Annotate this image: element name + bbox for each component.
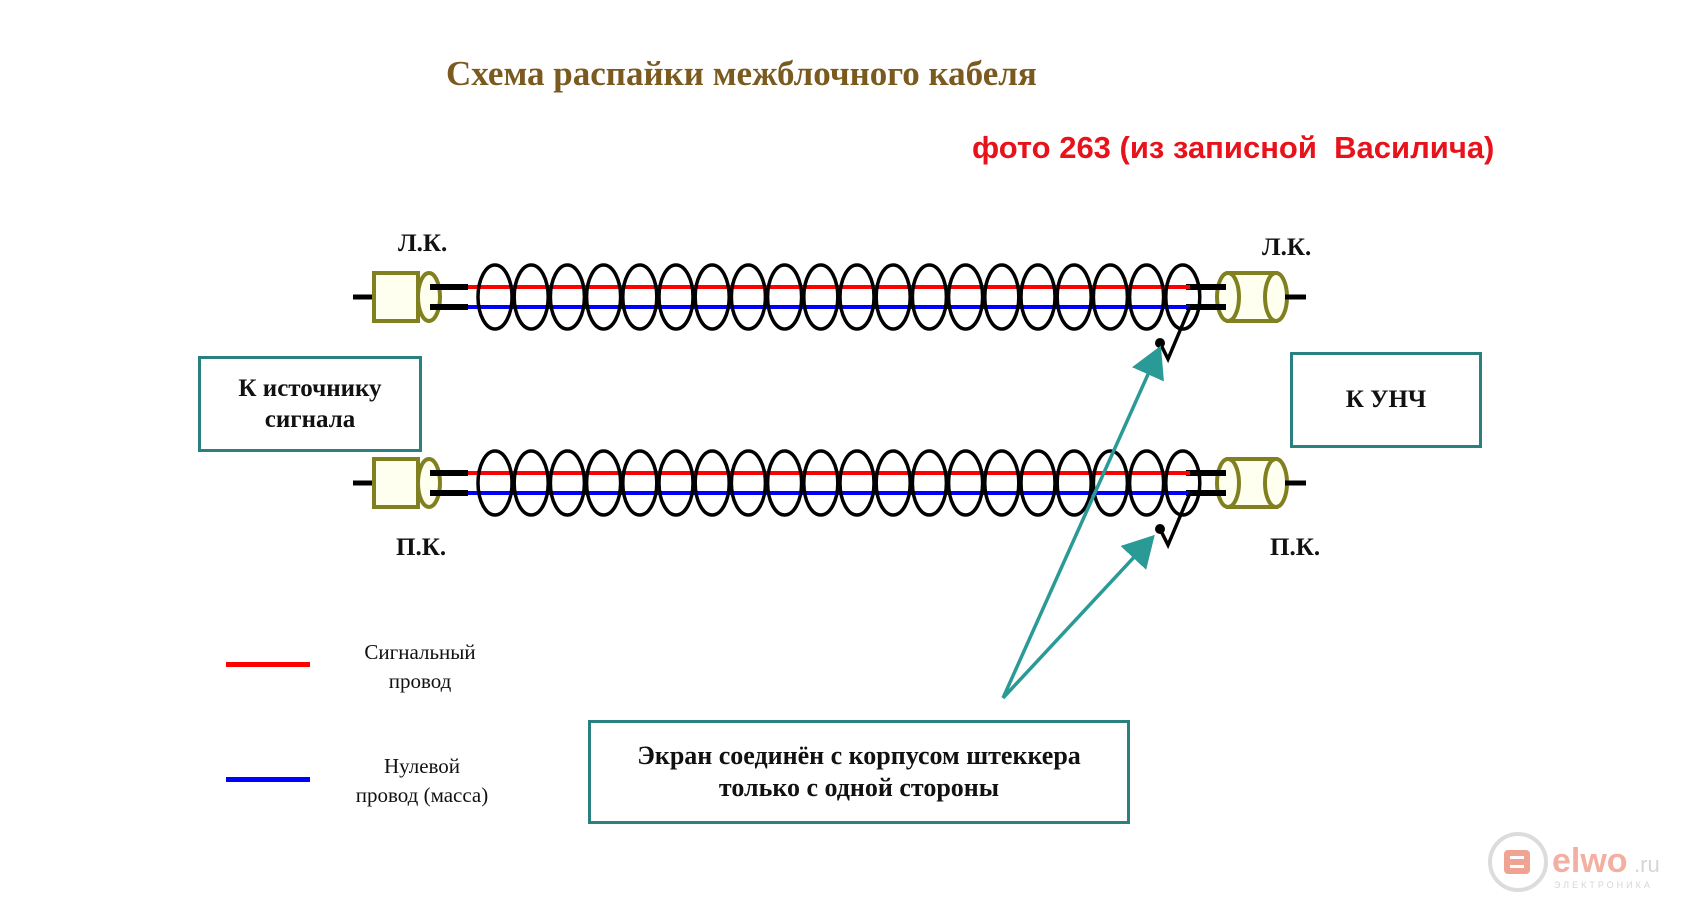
right-channel-shield-coil — [1091, 449, 1130, 517]
amplifier-box-text: К УНЧ — [1345, 386, 1427, 414]
elwo-logo: elwo .ru ЭЛЕКТРОНИКА — [1486, 830, 1676, 894]
left-channel-shield-drain-wire — [1158, 306, 1192, 364]
right-channel-shield-coil — [765, 449, 804, 517]
diagram-title: Схема распайки межблочного кабеля — [446, 54, 1037, 93]
left-channel-shield-coil — [729, 263, 768, 331]
right-channel-shield-coil — [1127, 449, 1166, 517]
right-channel-cable — [353, 449, 1306, 550]
left-channel-shield-coil — [621, 263, 659, 331]
right-channel-shield-coil — [729, 449, 768, 517]
left-channel-shield-coil — [657, 263, 695, 331]
left-channel-amp-plug-end — [1263, 271, 1289, 323]
left-channel-shield-coil — [476, 263, 514, 331]
right-channel-shield-coil — [657, 449, 695, 517]
right-channel-shield-coil — [802, 449, 840, 517]
amplifier-box: К УНЧ — [1290, 352, 1482, 448]
svg-text:ЭЛЕКТРОНИКА: ЭЛЕКТРОНИКА — [1554, 880, 1653, 890]
left-channel-shield-coil — [1055, 263, 1093, 331]
right-channel-shield-coil — [512, 449, 550, 517]
right-channel-shield-coil — [584, 449, 623, 517]
right-channel-shield-coil — [476, 449, 514, 517]
right-channel-shield-coil — [1019, 449, 1057, 517]
left-channel-source-plug-rim — [416, 271, 442, 323]
left-channel-shield-coil — [548, 263, 587, 331]
right-channel-shield-coil — [621, 449, 659, 517]
left-channel-shield-coil — [693, 263, 731, 331]
legend-signal-line — [226, 662, 310, 667]
right-channel-shield-coil — [1055, 449, 1093, 517]
right-channel-shield-solder-point — [1155, 524, 1165, 534]
right-channel-label-amp: П.К. — [1270, 534, 1321, 561]
legend-signal-text: Сигнальный провод — [364, 640, 476, 694]
svg-text:elwo: elwo — [1552, 842, 1628, 880]
right-channel-shield-coil — [548, 449, 587, 517]
shield-arrow-to-left-cable — [1001, 345, 1164, 699]
svg-text:.ru: .ru — [1634, 852, 1660, 877]
shield-arrow-to-right-cable — [1001, 534, 1155, 700]
right-channel-shield-coil — [874, 449, 912, 517]
photo-caption: фото 263 (из записной Василича) — [972, 130, 1495, 165]
right-channel-shield-coil — [1164, 449, 1202, 517]
left-channel-amp-plug-rim — [1215, 271, 1241, 323]
right-channel-shield-coil — [693, 449, 731, 517]
right-channel-amp-plug-rim — [1215, 457, 1241, 509]
left-channel-shield-coil — [512, 263, 550, 331]
shield-note-text: Экран соединён с корпусом штеккера тольк… — [637, 740, 1081, 803]
legend-ground-line — [226, 777, 310, 782]
left-channel-shield-coil — [946, 263, 985, 331]
right-channel-amp-plug-end — [1263, 457, 1289, 509]
left-channel-shield-coil — [983, 263, 1021, 331]
left-channel-cable — [353, 263, 1306, 364]
left-channel-shield-coil — [802, 263, 840, 331]
left-channel-shield-coil — [1164, 263, 1202, 331]
right-channel-label-source: П.К. — [396, 534, 447, 561]
legend-ground-text: Нулевой провод (масса) — [355, 754, 489, 808]
left-channel-label-amp: Л.К. — [1262, 234, 1312, 261]
left-channel-shield-coil — [874, 263, 912, 331]
source-box: К источнику сигнала — [198, 356, 422, 452]
shield-note-box: Экран соединён с корпусом штеккера тольк… — [588, 720, 1130, 824]
right-channel-shield-coil — [838, 449, 876, 517]
left-channel-source-plug-body — [372, 271, 420, 323]
left-channel-label-source: Л.К. — [398, 230, 448, 257]
right-channel-shield-coil — [910, 449, 949, 517]
left-channel-shield-coil — [838, 263, 876, 331]
right-channel-source-plug-rim — [416, 457, 442, 509]
left-channel-shield-coil — [584, 263, 623, 331]
left-channel-shield-solder-point — [1155, 338, 1165, 348]
source-box-text: К источнику сигнала — [238, 374, 382, 433]
left-channel-shield-coil — [1019, 263, 1057, 331]
left-channel-shield-coil — [1091, 263, 1130, 331]
left-channel-shield-coil — [910, 263, 949, 331]
right-channel-shield-coil — [983, 449, 1021, 517]
left-channel-shield-coil — [765, 263, 804, 331]
right-channel-shield-coil — [946, 449, 985, 517]
right-channel-shield-drain-wire — [1158, 492, 1192, 550]
left-channel-shield-coil — [1127, 263, 1166, 331]
right-channel-source-plug-body — [372, 457, 420, 509]
